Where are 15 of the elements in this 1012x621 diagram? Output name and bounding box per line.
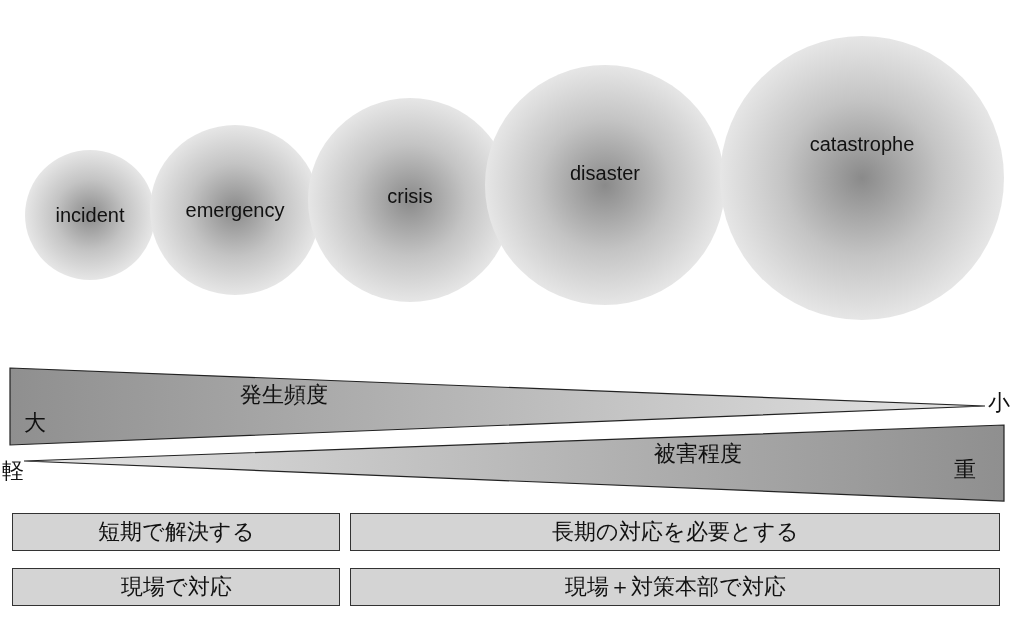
scale-end-label: 軽 [2, 457, 24, 485]
label-box: 現場＋対策本部で対応 [350, 568, 1000, 606]
label-box: 現場で対応 [12, 568, 340, 606]
circle-label: crisis [387, 184, 433, 208]
label-box: 長期の対応を必要とする [350, 513, 1000, 551]
scale-end-label: 小 [988, 389, 1010, 417]
wedge-label: 発生頻度 [240, 381, 328, 409]
circle-label: incident [55, 203, 125, 227]
wedge-label: 被害程度 [654, 440, 742, 468]
wedge-label: 大 [24, 409, 46, 437]
circle-label: emergency [185, 198, 285, 222]
circle-label: disaster [570, 161, 640, 185]
circle-label: catastrophe [809, 132, 915, 156]
wedge-label: 重 [954, 456, 976, 484]
label-box: 短期で解決する [12, 513, 340, 551]
